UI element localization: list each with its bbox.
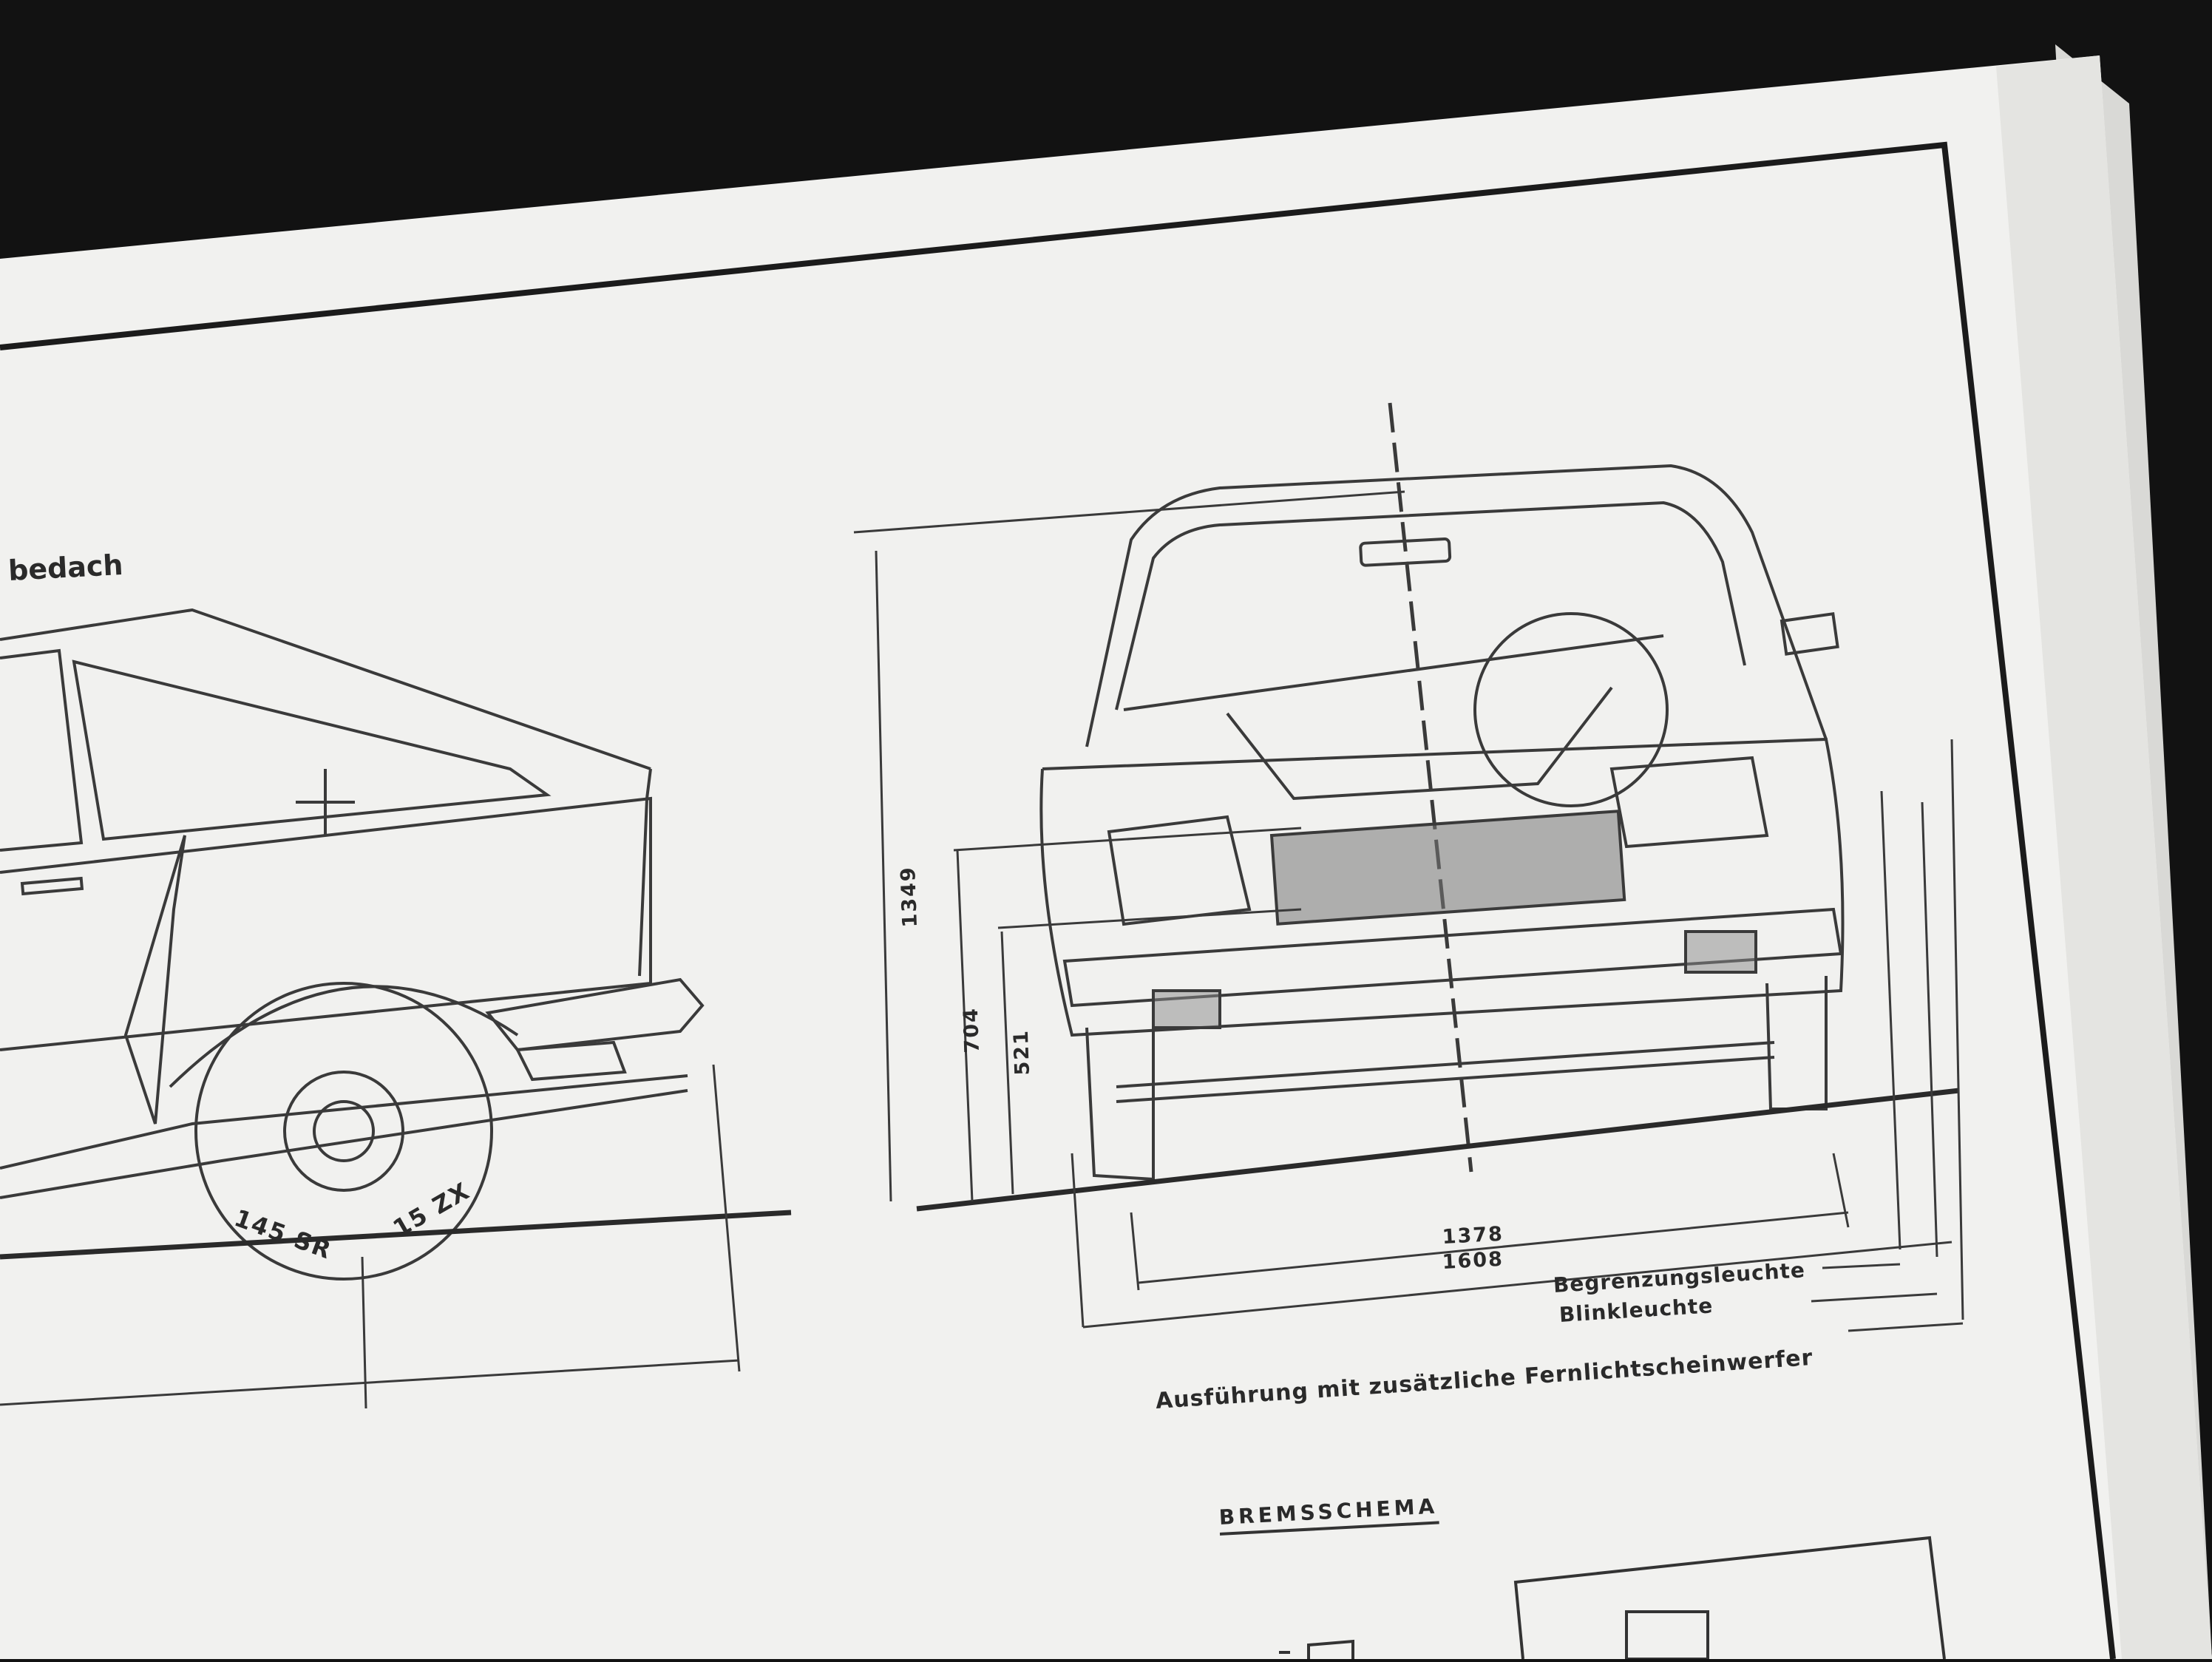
paper-shadow [1996,55,2212,1659]
dimension-height-704: 704 [959,1006,984,1054]
paper-sheet [0,55,2212,1659]
side-view-car-drawing [0,608,792,1409]
front-view-car-drawing [853,402,1964,1332]
print-frame-border [0,141,2116,1660]
dimension-track-width: 1378 [1442,1222,1504,1249]
dimension-height-521: 521 [1009,1028,1034,1076]
side-view-title-fragment: bedach [7,548,124,587]
brake-schema-drawing [1279,1536,1946,1661]
dimension-overall-width: 1608 [1442,1247,1504,1274]
dimension-height-1349: 1349 [897,865,922,928]
